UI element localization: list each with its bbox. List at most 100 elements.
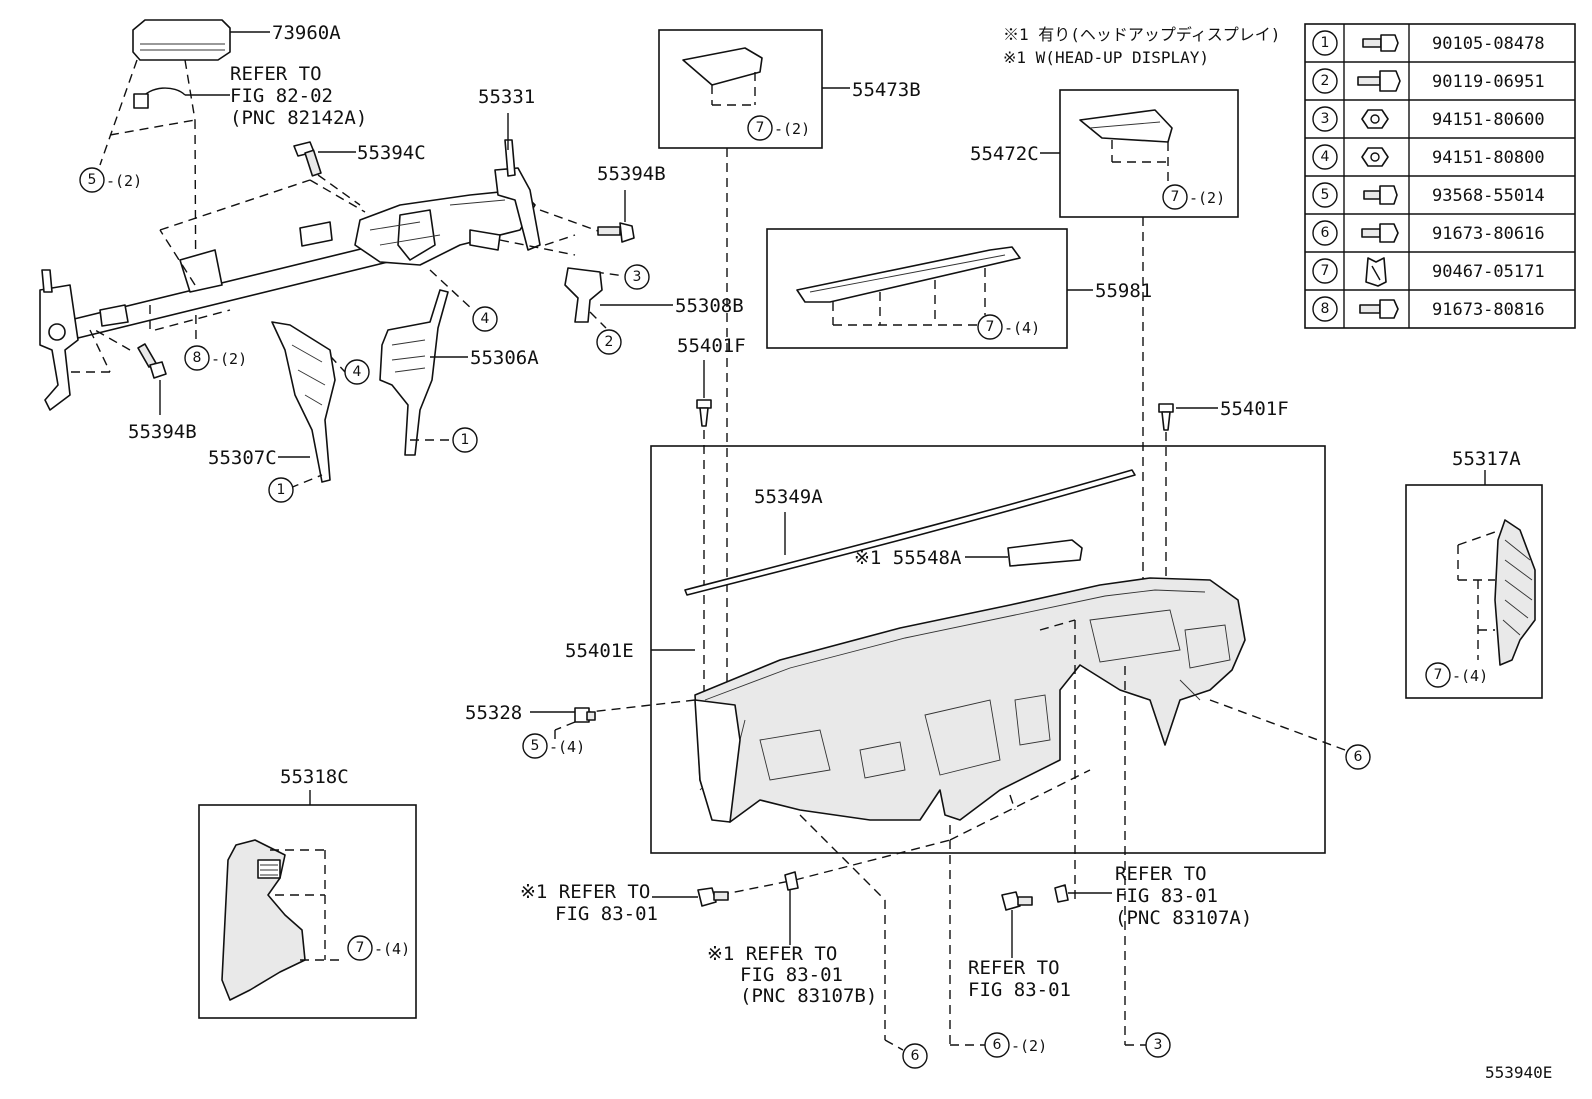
refer-text: (PNC 83107A) (1115, 907, 1252, 929)
callout-qty: -(2) (1189, 189, 1225, 207)
label-55548a: ※1 55548A (854, 547, 962, 569)
clip-ref-d (1054, 884, 1069, 903)
clip-ref-b (784, 871, 799, 891)
note-hud-jp: ※1 有り(ヘッドアップディスプレイ) (1003, 25, 1280, 44)
cover-55473b (682, 47, 763, 86)
panel-55548a (1007, 539, 1083, 567)
callout-number: 1 (277, 482, 286, 498)
refer-text: ※1 REFER TO (707, 943, 837, 965)
label-55317a: 55317A (1452, 448, 1521, 470)
detail-box-55473b (658, 29, 823, 149)
label-73960a: 73960A (272, 22, 341, 44)
part-number: 90119-06951 (1432, 72, 1545, 92)
table-row: 2 90119-06951 (1312, 68, 1545, 94)
label-55328: 55328 (465, 702, 522, 724)
bolt-55394b-left (137, 343, 167, 379)
row-number: 8 (1321, 301, 1330, 317)
table-row: 5 93568-55014 (1312, 182, 1545, 208)
row-number: 6 (1321, 225, 1330, 241)
clip-55328 (574, 707, 596, 723)
bolt-icon (1362, 34, 1399, 52)
diagram-id: 553940E (1485, 1063, 1552, 1082)
label-55318c: 55318C (280, 766, 349, 788)
refer-text: FIG 83-01 (1115, 885, 1218, 907)
callout-qty: -(2) (1011, 1037, 1047, 1055)
refer-text: REFER TO (1115, 863, 1207, 885)
callout-number: 7 (356, 940, 365, 956)
detail-box-55317a (1405, 484, 1543, 699)
callout-qty: -(4) (549, 738, 585, 756)
label-55394b-top: 55394B (597, 163, 666, 185)
callout-number: 7 (1171, 189, 1180, 205)
callout-number: 6 (1354, 749, 1363, 765)
refer-text: (PNC 83107B) (740, 985, 877, 1007)
table-row: 7 90467-05171 (1312, 257, 1545, 287)
instrument-panel-55401e (694, 577, 1246, 823)
label-55473b: 55473B (852, 79, 921, 101)
callout-number: 5 (531, 738, 540, 754)
callout-qty: -(2) (211, 350, 247, 368)
side-panel-55318c (221, 839, 306, 1001)
label-55394c: 55394C (357, 142, 426, 164)
callout-number: 8 (193, 350, 202, 366)
refer-text: FIG 83-01 (555, 903, 658, 925)
side-panel-55317a (1494, 519, 1536, 666)
bolt-ref-a (697, 887, 729, 907)
refer-text: FIG 82-02 (230, 85, 333, 107)
row-number: 2 (1321, 73, 1330, 89)
refer-text: REFER TO (230, 63, 322, 85)
row-number: 7 (1321, 263, 1330, 279)
label-55401f-left: 55401F (677, 335, 746, 357)
part-number: 94151-80600 (1432, 110, 1545, 130)
row-number: 5 (1321, 187, 1330, 203)
refer-text: ※1 REFER TO (520, 881, 650, 903)
callout-qty: -(4) (1004, 319, 1040, 337)
screw-icon (1363, 185, 1398, 205)
callout-number: 6 (993, 1037, 1002, 1053)
part-number: 91673-80616 (1432, 224, 1545, 244)
callout-number: 6 (911, 1048, 920, 1064)
label-55307c: 55307C (208, 447, 277, 469)
clip-icon (1365, 257, 1387, 287)
table-row: 4 94151-80800 (1312, 144, 1545, 170)
label-55401f-right: 55401F (1220, 398, 1289, 420)
table-row: 3 94151-80600 (1312, 106, 1545, 132)
pin-55401f-left (696, 399, 712, 427)
brace-55307c (271, 321, 336, 483)
label-55472c: 55472C (970, 143, 1039, 165)
cover-55472c (1079, 109, 1173, 143)
callout-qty: -(4) (374, 940, 410, 958)
label-55349a: 55349A (754, 486, 823, 508)
callout-number: 1 (461, 432, 470, 448)
row-number: 1 (1321, 35, 1330, 51)
callout-qty: -(2) (106, 172, 142, 190)
bolt-icon (1361, 223, 1399, 243)
part-number: 90467-05171 (1432, 262, 1545, 282)
callout-number: 7 (986, 319, 995, 335)
bolt-icon (1357, 70, 1401, 92)
detail-box-55318c (198, 804, 417, 1019)
nut-icon (1361, 109, 1389, 129)
label-55331: 55331 (478, 86, 535, 108)
bolt-55394b-top (597, 222, 635, 243)
label-55308b: 55308B (675, 295, 744, 317)
steering-support-beam (39, 139, 541, 411)
part-number: 94151-80800 (1432, 148, 1545, 168)
table-row: 1 90105-08478 (1312, 30, 1545, 56)
row-number: 4 (1321, 149, 1330, 165)
fastener-table: 1 90105-08478 2 90119-06951 3 94151-8060… (1304, 23, 1576, 329)
bracket-55308b (564, 267, 603, 323)
callout-number: 5 (88, 172, 97, 188)
note-hud-en: ※1 W(HEAD-UP DISPLAY) (1003, 48, 1209, 67)
detail-box-55981 (766, 228, 1068, 349)
label-55394b-left: 55394B (128, 421, 197, 443)
label-55306a: 55306A (470, 347, 539, 369)
callout-number: 7 (1434, 667, 1443, 683)
row-number: 3 (1321, 111, 1330, 127)
refer-text: REFER TO (968, 957, 1060, 979)
bolt-ref-c (1001, 891, 1033, 911)
callout-number: 4 (353, 364, 362, 380)
nut-icon (1361, 147, 1389, 167)
callout-number: 2 (605, 334, 614, 350)
